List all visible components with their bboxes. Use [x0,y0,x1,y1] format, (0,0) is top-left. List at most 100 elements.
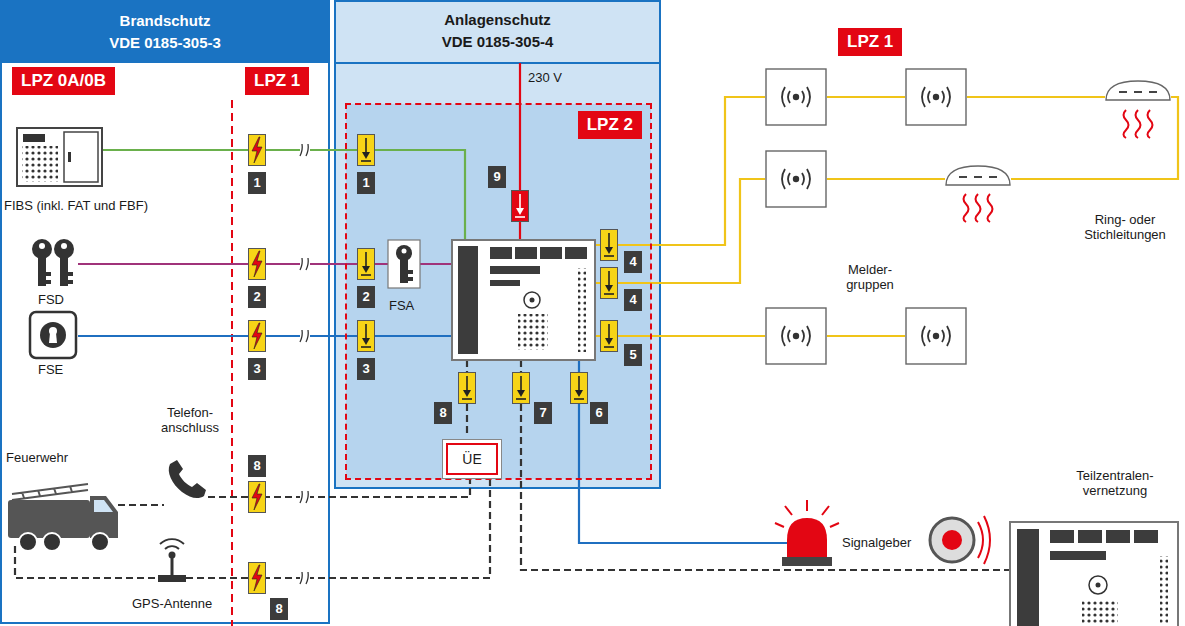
gps-antenna [158,539,186,582]
surge-protector [571,373,588,404]
surge-protector [601,321,618,352]
fibs-icon [22,146,58,182]
gps-antenna [169,552,176,559]
group-label: Melder- gruppen [838,262,902,292]
surge-protector [358,135,375,166]
surge-protector [459,373,476,404]
device-label: FSD [38,292,64,307]
break-mark [300,489,310,505]
key-switch-icon [40,322,66,348]
gps-antenna [160,539,184,549]
sub-panel [1134,530,1158,543]
wire [595,97,1178,245]
horn-icon [978,516,990,564]
node-text: LPZ 1 [254,71,300,91]
key-adapter-icon [388,240,420,288]
sensor-symbol [766,151,826,207]
horn-icon [930,518,974,562]
central-unit [540,247,562,259]
fire-truck [94,500,113,512]
phone-icon [169,460,206,498]
callout-number: 2 [357,286,375,308]
key-depot-icon [68,272,73,276]
callout-number: 5 [624,344,642,366]
sensor-symbol [766,69,966,364]
central-unit [490,247,512,259]
zone-tag: LPZ 0A/0B [12,67,115,95]
fire-truck [8,500,90,538]
device-label: FSE [38,362,63,377]
callout-number: 7 [534,402,552,424]
panel-ground [346,104,651,479]
central-unit [490,266,540,274]
break-mark [300,142,310,586]
wiring-label: Ring- oder Stichleitungen [1070,212,1180,242]
fibs-icon [17,128,102,186]
central-unit [530,298,535,303]
sensor-symbol [906,308,966,364]
sub-panel [1078,530,1102,543]
gps-antenna [171,558,174,575]
key-depot-icon [61,243,67,249]
surge-protector [249,482,266,513]
surge-protector [249,135,618,594]
zone-tag: LPZ 1 [245,67,309,95]
surge-protector [249,249,266,280]
central-unit [518,314,548,350]
fibs-icon [17,128,102,186]
fire-truck [8,484,118,551]
surge-protector [358,249,375,280]
panel-ground [335,62,660,64]
key-switch-icon [30,312,76,358]
sub-panel [1082,600,1118,624]
key-depot-icon [60,256,68,286]
panel-ground [335,1,660,488]
panel-ground [231,100,233,626]
key-depot-icon [68,280,73,284]
sub-panel [1050,551,1106,560]
wire [102,150,465,240]
fibs-icon [68,152,71,162]
surge-protector [249,563,266,594]
surge-protector [249,321,266,352]
panel-ground [0,0,330,63]
device-label: Feuerwehr [6,450,68,465]
callout-number: 4 [624,289,642,311]
key-depot-icon [46,272,51,276]
sensor-symbol [766,308,826,364]
callout-number: 6 [590,402,608,424]
horn-icon [942,530,962,550]
sub-panel [1017,529,1039,626]
horn-icon [930,516,990,564]
fibs-icon [23,134,45,142]
wire [15,63,1178,578]
key-adapter-icon [396,245,412,261]
sensor-symbol [766,69,826,125]
key-depot-icon [32,239,74,286]
break-mark [300,256,310,272]
zone-tag: LPZ 1 [838,28,902,56]
key-adapter-icon [408,270,413,274]
device-label: FIBS (inkl. FAT und FBF) [4,198,148,213]
phone-icon [169,460,206,498]
break-mark [300,570,310,586]
break-mark [300,328,310,344]
central-unit [452,240,595,360]
wire [579,360,787,543]
wire [118,504,164,506]
surge-protector [358,321,375,352]
central-unit [524,292,540,308]
panel-ground [0,0,660,626]
sub-panel [1010,522,1178,626]
surge-protector [512,191,529,222]
fire-truck [12,484,88,500]
callout-number: 8 [434,402,452,424]
surge-protector [601,268,618,299]
surge-protector [249,135,266,166]
panel-ground [1,1,329,623]
callout-number: 3 [357,358,375,380]
key-switch-icon [30,312,76,358]
sub-panel [1010,522,1178,626]
